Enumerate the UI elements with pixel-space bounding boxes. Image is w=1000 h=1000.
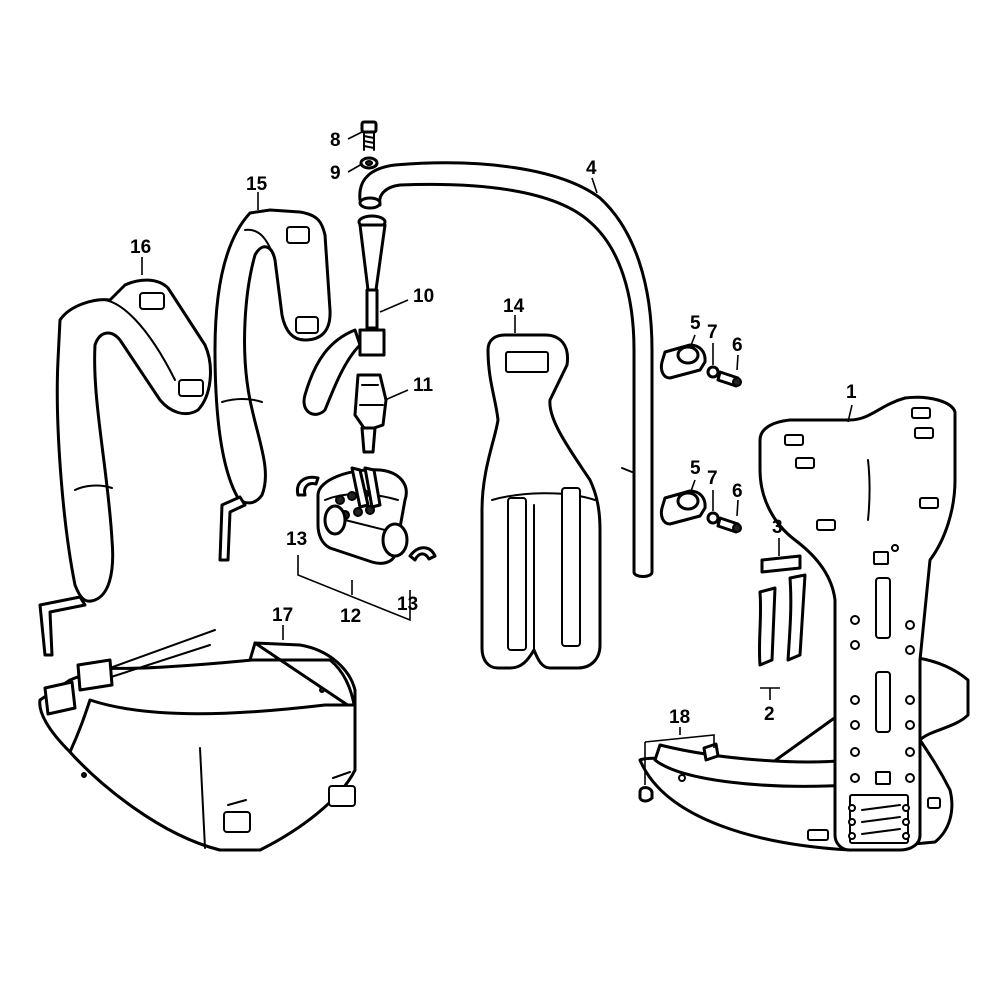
screw-6-lower — [716, 516, 742, 534]
clamp-assembly-12 — [316, 466, 409, 565]
back-plate-1 — [638, 395, 970, 852]
washer-7-lower — [706, 511, 720, 525]
callout-18: 18 — [669, 707, 690, 728]
callout-4: 4 — [586, 158, 597, 179]
callout-13-right: 13 — [397, 594, 418, 615]
leader-lines — [141, 131, 853, 785]
callout-8: 8 — [330, 130, 341, 151]
callout-10: 10 — [413, 286, 434, 307]
callout-5-lower: 5 — [690, 458, 701, 479]
back-pad-14 — [480, 333, 602, 670]
bolt-8 — [360, 120, 378, 151]
callout-6-lower: 6 — [732, 481, 743, 502]
callout-15: 15 — [246, 174, 268, 195]
callout-5-upper: 5 — [690, 313, 701, 334]
callout-6-upper: 6 — [732, 335, 743, 356]
callout-1: 1 — [846, 382, 857, 403]
callout-2: 2 — [764, 704, 775, 725]
screw-6-upper — [716, 370, 742, 388]
label-strip-3 — [760, 554, 802, 574]
callout-7-lower: 7 — [707, 468, 718, 489]
callout-labels: 1 2 3 4 5 5 6 6 7 7 8 9 10 11 12 13 13 1… — [130, 130, 857, 728]
buckle-11 — [353, 373, 388, 454]
callout-12: 12 — [340, 606, 361, 627]
callout-14: 14 — [503, 296, 525, 317]
callout-11: 11 — [413, 375, 434, 396]
callout-16: 16 — [130, 237, 151, 258]
callout-17: 17 — [272, 605, 293, 626]
callout-9: 9 — [330, 163, 341, 184]
washer-9 — [359, 156, 379, 170]
buckle-strap-10 — [302, 214, 387, 416]
hip-belt-17 — [38, 629, 357, 852]
callout-7-upper: 7 — [707, 322, 718, 343]
pipe-clamp-5-lower — [659, 489, 707, 526]
washer-7-upper — [706, 365, 720, 379]
shoulder-strap-15 — [213, 208, 332, 562]
clip-13-left — [295, 475, 320, 497]
clip-13-right — [408, 546, 437, 562]
shoulder-strap-16 — [38, 278, 212, 657]
callout-3: 3 — [772, 517, 783, 538]
pad-2 — [757, 573, 807, 667]
frame-tube-4 — [358, 161, 654, 578]
pipe-clamp-5-upper — [659, 343, 707, 380]
callout-13-left: 13 — [286, 529, 307, 550]
